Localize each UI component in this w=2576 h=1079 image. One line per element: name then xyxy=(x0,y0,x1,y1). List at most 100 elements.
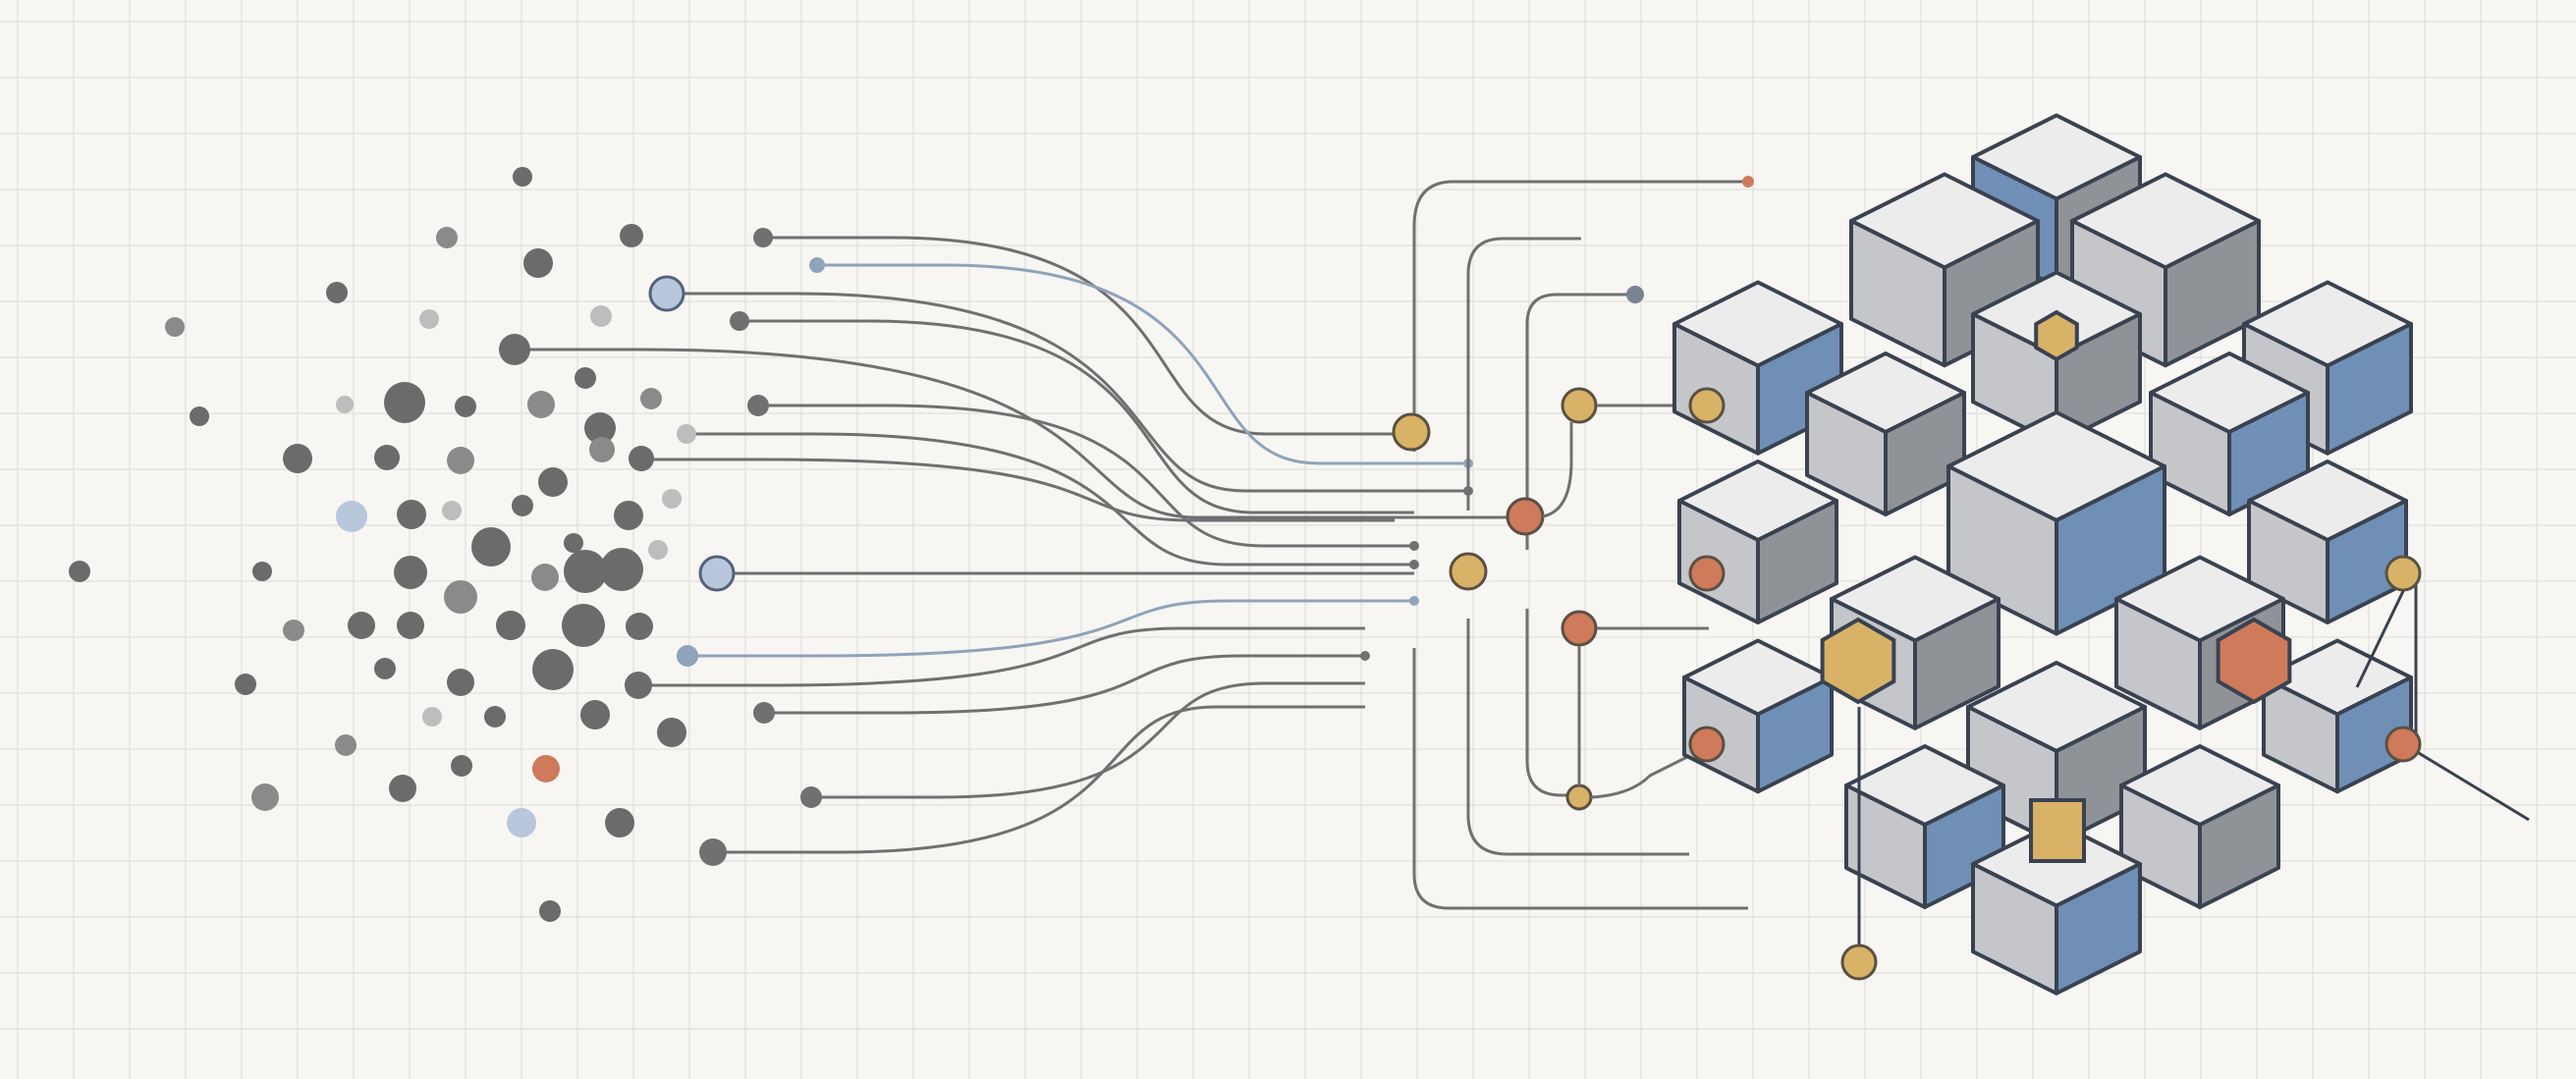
cube-icon xyxy=(1844,744,2005,909)
data-point-icon xyxy=(283,620,304,641)
connector-node-icon xyxy=(730,311,749,331)
connector-node-icon xyxy=(1840,944,1878,981)
data-point-icon xyxy=(507,808,536,837)
data-point-icon xyxy=(513,167,532,187)
data-point-icon xyxy=(532,755,560,782)
data-point-icon xyxy=(455,396,476,417)
data-point-icon xyxy=(657,718,686,747)
data-point-icon xyxy=(252,562,272,581)
connector-node-icon xyxy=(1688,555,1726,592)
connector-node-icon xyxy=(1626,286,1644,303)
flow-line xyxy=(763,236,1414,436)
data-point-icon xyxy=(394,556,427,589)
flow-line xyxy=(513,348,1527,519)
data-point-icon xyxy=(620,224,643,247)
data-point-icon xyxy=(580,700,610,729)
data-point-icon xyxy=(336,501,367,532)
flow-line xyxy=(1590,744,1710,799)
data-point-icon xyxy=(648,540,668,560)
data-point-icon xyxy=(374,658,396,679)
data-point-icon xyxy=(447,447,474,474)
cube-right-face xyxy=(1756,675,1834,794)
cube-icon xyxy=(2119,744,2280,909)
hexagon-core-icon xyxy=(2216,617,2292,705)
connector-node-icon xyxy=(677,645,698,667)
cube-icon xyxy=(1971,820,2142,996)
data-point-icon xyxy=(677,424,696,444)
cube-cluster xyxy=(1672,113,2413,996)
cube-right-face xyxy=(2055,862,2142,996)
cube-icon xyxy=(1682,638,1834,794)
flow-line xyxy=(640,626,1365,687)
data-point-icon xyxy=(336,396,354,413)
data-point-icon xyxy=(605,808,634,837)
data-point-icon xyxy=(69,561,90,582)
data-point-icon xyxy=(384,382,425,423)
data-point-icon xyxy=(527,391,555,418)
cube-right-face xyxy=(2326,322,2413,456)
connector-node-icon xyxy=(1409,560,1419,569)
data-point-icon xyxy=(165,317,185,337)
data-point-icon xyxy=(625,672,652,699)
data-point-icon xyxy=(564,533,583,553)
connector-node-icon xyxy=(1409,596,1419,606)
connector-node-icon xyxy=(1449,552,1488,591)
connector-node-icon xyxy=(1561,610,1598,647)
cube-connectors xyxy=(1688,387,2530,981)
connector-node-icon xyxy=(1360,651,1370,661)
flow-line xyxy=(764,654,1365,715)
hexagon-core-icon xyxy=(2034,309,2079,362)
data-point-icon xyxy=(397,612,424,639)
connector-node-icon xyxy=(1688,387,1726,424)
connector-node-icon xyxy=(2384,726,2422,763)
data-point-icon xyxy=(451,755,472,777)
bus-line xyxy=(1412,180,1748,452)
data-point-icon xyxy=(374,445,400,470)
data-point-icon xyxy=(523,248,553,278)
data-point-icon xyxy=(538,467,568,497)
flow-line xyxy=(817,263,1468,465)
data-point-icon xyxy=(251,783,279,811)
flow-line xyxy=(740,319,1414,514)
flow-lines xyxy=(513,176,1754,910)
data-point-icon xyxy=(626,613,653,640)
connector-node-icon xyxy=(753,702,775,724)
data-point-icon xyxy=(662,489,682,509)
connector-node-icon xyxy=(2384,555,2422,592)
connector-node-icon xyxy=(753,228,773,247)
data-point-icon xyxy=(512,495,533,516)
cube-icon xyxy=(1805,351,1966,516)
hexagon-core-icon xyxy=(1820,617,1896,705)
flow-line xyxy=(686,432,1414,566)
connector-node-icon xyxy=(1688,726,1726,763)
scatter-cloud xyxy=(69,167,736,922)
connector-node-icon xyxy=(699,838,727,866)
cube-icon xyxy=(2149,351,2310,516)
data-point-icon xyxy=(442,501,462,520)
connector-node-icon xyxy=(1392,412,1431,452)
data-point-icon xyxy=(235,674,256,695)
connector-node-icon xyxy=(1565,783,1593,811)
data-point-icon xyxy=(539,900,561,922)
data-point-icon xyxy=(471,527,511,566)
cube-icon xyxy=(1677,459,1838,624)
cube-connector-line xyxy=(2403,742,2530,822)
connector-node-icon xyxy=(1742,176,1754,188)
flow-line xyxy=(713,705,1365,854)
cube-right-face xyxy=(1913,597,2001,730)
bus-line xyxy=(1466,237,1581,511)
data-point-icon xyxy=(532,649,574,690)
data-point-icon xyxy=(389,775,416,802)
data-point-icon xyxy=(698,555,736,592)
cube-icon xyxy=(2262,638,2413,794)
data-point-icon xyxy=(562,604,605,647)
cube-connector-line xyxy=(2355,588,2406,688)
connector-node-icon xyxy=(800,786,822,808)
data-point-icon xyxy=(283,444,312,473)
bus-line xyxy=(1466,619,1689,856)
bus-line xyxy=(1412,648,1748,910)
connector-node-icon xyxy=(1506,497,1545,536)
